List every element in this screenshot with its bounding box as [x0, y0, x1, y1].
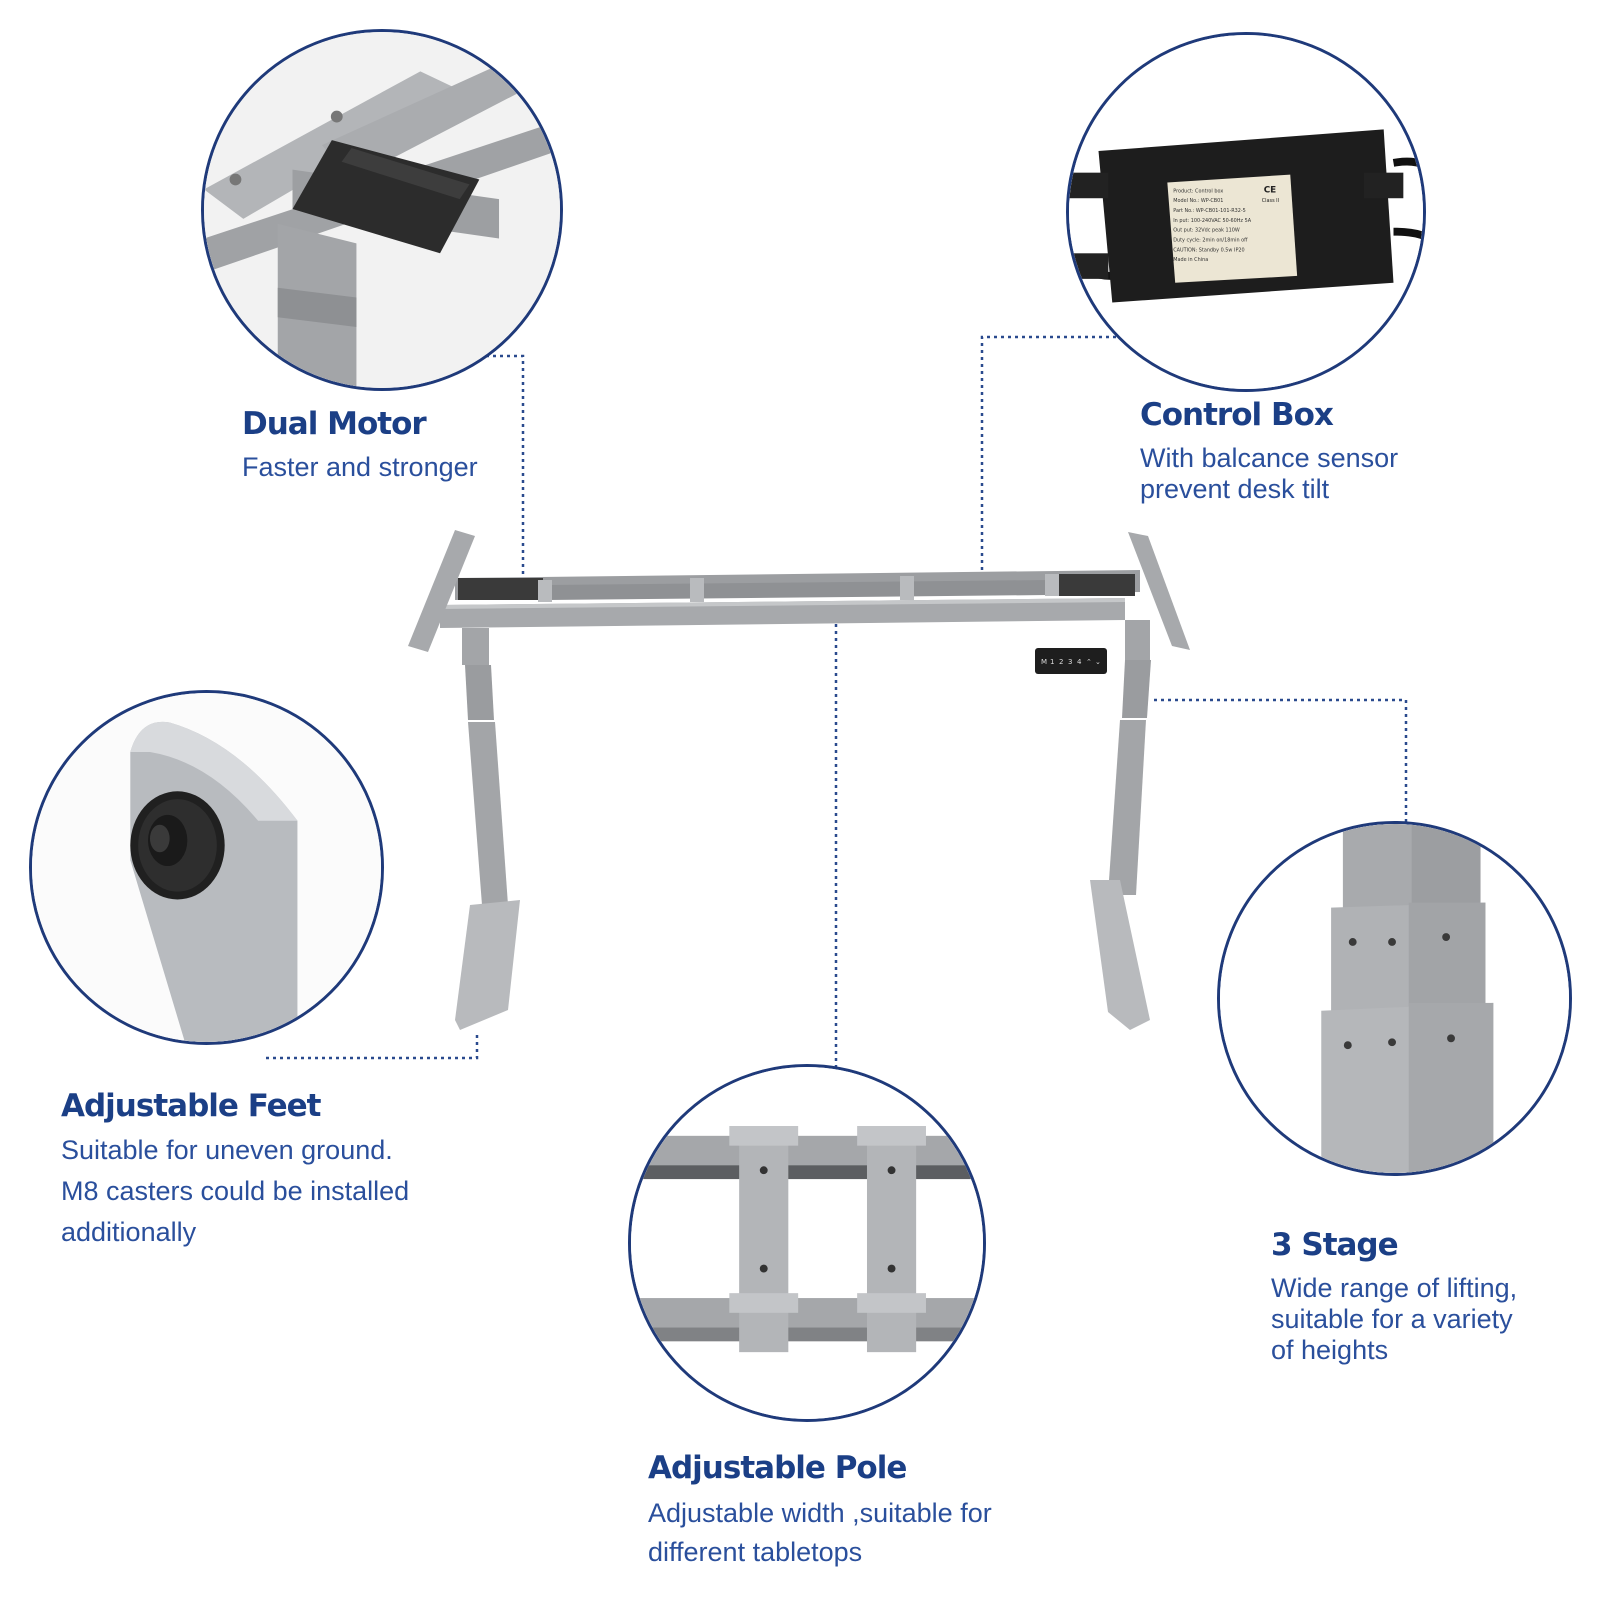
adjustable-feet-detail-image: [29, 690, 384, 1045]
description-line: of heights: [1271, 1335, 1389, 1365]
description-line: M8 casters could be installed: [61, 1176, 410, 1206]
label-row: Product: Control box: [1173, 188, 1223, 194]
control-box-description: With balcance sensor prevent desk tilt: [1140, 443, 1398, 505]
keypad-key: 3: [1068, 658, 1072, 666]
control-box-title: Control Box: [1140, 397, 1334, 433]
class-label: Class II: [1262, 198, 1279, 204]
description-line: With balcance sensor: [1140, 443, 1399, 473]
description-line: different tabletops: [648, 1537, 863, 1567]
label-row: In put: 100-240VAC 50-60Hz 5A: [1173, 218, 1251, 224]
label-row: Model No.: WP-CB01: [1173, 198, 1223, 204]
description-line: additionally: [61, 1217, 197, 1247]
dual-motor-detail-image: [201, 29, 563, 391]
label-row: CAUTION: Standby 0.5w IP20: [1173, 247, 1244, 253]
keypad-key: 4: [1077, 658, 1082, 666]
adjustable-pole-detail-image: [628, 1064, 986, 1422]
handset-keypad: [1035, 648, 1107, 674]
dual-motor-description: Faster and stronger: [242, 452, 478, 483]
keypad-key: M: [1041, 658, 1047, 666]
description-line: Faster and stronger: [242, 452, 478, 482]
leader-control-box: [980, 335, 1130, 582]
adjustable-pole-title: Adjustable Pole: [648, 1450, 907, 1486]
description-line: Adjustable width ,suitable for: [648, 1498, 992, 1528]
keypad-key: 1: [1050, 658, 1054, 666]
adjustable-pole-description: Adjustable width ,suitable for different…: [648, 1494, 992, 1572]
ce-mark: CE: [1264, 185, 1277, 195]
label-row: Out put: 32Vdc peak 110W: [1173, 228, 1240, 234]
label-row: Made in China: [1173, 257, 1208, 263]
adjustable-feet-description: Suitable for uneven ground. M8 casters c…: [61, 1130, 409, 1253]
three-stage-detail-image: [1217, 821, 1572, 1176]
keypad-key: ⌄: [1095, 658, 1101, 666]
leader-dual-motor: [472, 354, 525, 585]
leader-three-stage: [1154, 698, 1408, 840]
keypad-key: 2: [1059, 658, 1063, 666]
keypad-key: ⌃: [1086, 658, 1092, 666]
three-stage-description: Wide range of lifting, suitable for a va…: [1271, 1273, 1517, 1366]
dual-motor-title: Dual Motor: [242, 406, 427, 442]
adjustable-feet-title: Adjustable Feet: [61, 1088, 321, 1124]
leader-adjustable-feet: [266, 1032, 479, 1060]
label-row: Part No.: WP-CB01-101-R32-5: [1173, 208, 1246, 214]
description-line: prevent desk tilt: [1140, 474, 1330, 504]
label-row: Duty cycle: 2min on/18min off: [1173, 238, 1248, 244]
description-line: suitable for a variety: [1271, 1304, 1513, 1334]
three-stage-title: 3 Stage: [1271, 1227, 1399, 1263]
description-line: Wide range of lifting,: [1271, 1273, 1518, 1303]
description-line: Suitable for uneven ground.: [61, 1135, 393, 1165]
